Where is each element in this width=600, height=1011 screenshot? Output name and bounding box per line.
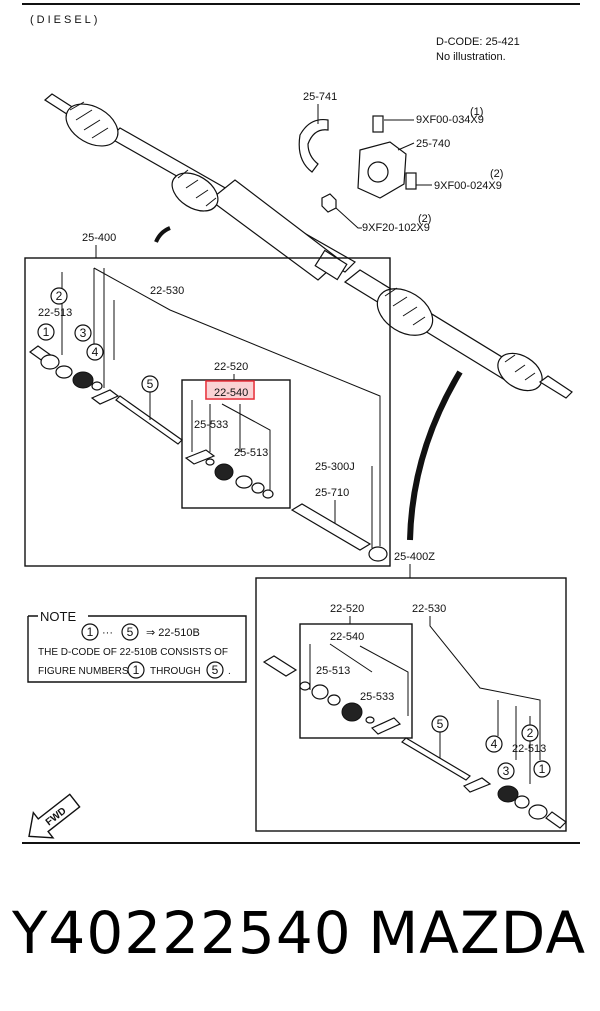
label-nut: 9XF20-102X9	[362, 222, 430, 234]
svg-text:5: 5	[212, 663, 219, 677]
variant-label: (DIESEL)	[30, 14, 100, 26]
arrow-to-25-400z	[407, 370, 463, 541]
drive-shaft-assembly	[43, 93, 573, 399]
svg-text:1: 1	[539, 762, 546, 776]
caption-bar: Y40222540 MAZDA	[0, 888, 600, 978]
label-z-22-540: 22-540	[330, 631, 364, 643]
svg-text:2: 2	[56, 289, 63, 303]
note-box: NOTE 1 ··· 5 ⇒ 22-510B THE D-CODE OF 22-…	[27, 609, 247, 683]
note-line3-b: THROUGH	[150, 666, 201, 677]
label-bolt2: 9XF00-024X9	[434, 180, 502, 192]
label-22-520: 22-520	[214, 361, 248, 373]
callout-5-top: 5	[141, 375, 159, 393]
label-25-400z: 25-400Z	[394, 551, 435, 563]
label-22-540: 22-540	[214, 387, 248, 399]
label-z-22-520: 22-520	[330, 603, 364, 615]
callout-1-top: 1	[37, 323, 55, 341]
svg-text:3: 3	[80, 326, 87, 340]
assembly-box-22-520	[181, 379, 291, 509]
label-bolt2-qty: (2)	[490, 168, 503, 180]
callout-4-top: 4	[86, 343, 104, 361]
callout-2-bottom: 2	[521, 724, 539, 742]
note-line3-a: FIGURE NUMBERS	[38, 666, 129, 677]
svg-text:1: 1	[87, 625, 94, 639]
svg-text:5: 5	[127, 625, 134, 639]
bearing-bracket	[298, 115, 417, 213]
parts-diagram: (DIESEL) D-CODE: 25-421 No illustration.	[22, 3, 580, 844]
label-z-22-530: 22-530	[412, 603, 446, 615]
assembly-box-25-400z	[255, 577, 567, 832]
svg-text:1: 1	[43, 325, 50, 339]
callout-1-bottom: 1	[533, 760, 551, 778]
fwd-arrow-icon: FWD	[28, 793, 81, 839]
callout-2-top: 2	[50, 287, 68, 305]
callout-5-bottom: 5	[431, 715, 449, 733]
label-25-400: 25-400	[82, 232, 116, 244]
callout-3-bottom: 3	[497, 762, 515, 780]
label-z-25-513: 25-513	[316, 665, 350, 677]
highlight-22-540	[205, 380, 255, 400]
label-25-710: 25-710	[315, 487, 349, 499]
svg-text:2: 2	[527, 726, 534, 740]
label-bolt1: 9XF00-034X9	[416, 114, 484, 126]
note-dots: ···	[102, 627, 113, 639]
svg-text:4: 4	[491, 737, 498, 751]
note-title: NOTE	[40, 609, 76, 624]
label-25-513: 25-513	[234, 447, 268, 459]
label-25-533: 25-533	[194, 419, 228, 431]
note-line2: THE D-CODE OF 22-510B CONSISTS OF	[38, 647, 228, 658]
label-22-513-top: 22-513	[38, 307, 72, 319]
label-25-740: 25-740	[416, 138, 450, 150]
part-number: Y40222540	[12, 899, 352, 967]
assembly-box-25-400	[24, 257, 391, 567]
svg-text:3: 3	[503, 764, 510, 778]
svg-text:5: 5	[147, 377, 154, 391]
svg-text:5: 5	[437, 717, 444, 731]
label-25-741: 25-741	[303, 91, 337, 103]
callout-4-bottom: 4	[485, 735, 503, 753]
arrow-to-25-400	[154, 226, 171, 243]
callout-3-top: 3	[74, 324, 92, 342]
label-22-530: 22-530	[150, 285, 184, 297]
svg-text:1: 1	[133, 663, 140, 677]
brand-name: MAZDA	[368, 899, 586, 967]
label-z-25-533: 25-533	[360, 691, 394, 703]
label-bolt1-qty: (1)	[470, 106, 483, 118]
no-illustration-label: No illustration.	[436, 51, 506, 63]
svg-text:4: 4	[92, 345, 99, 359]
assembly-box-z-22-520	[299, 623, 413, 739]
label-25-300j: 25-300J	[315, 461, 355, 473]
note-line3-c: .	[228, 666, 231, 677]
note-arrow-code: ⇒ 22-510B	[146, 627, 200, 639]
dcode-label: D-CODE: 25-421	[436, 36, 520, 48]
label-z-22-513: 22-513	[512, 743, 546, 755]
label-nut-qty: (2)	[418, 213, 431, 225]
